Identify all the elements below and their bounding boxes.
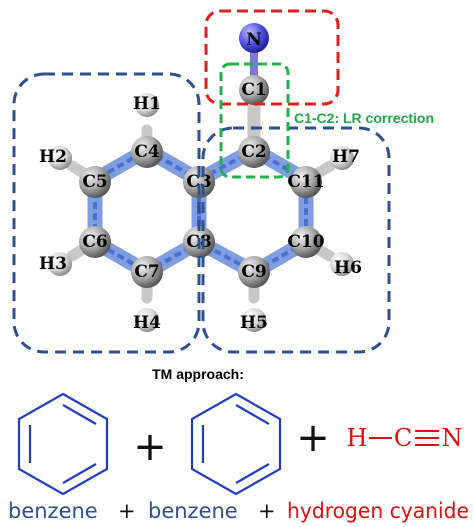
label-c1: C1 [241,80,266,100]
label-c9: C9 [241,262,266,282]
label-h2: H2 [39,147,67,167]
label-h4: H4 [133,313,161,333]
plus-1: + [133,424,167,470]
hcn-formula: H C N [347,424,463,452]
atom-c10 [290,226,322,258]
benzene-structure-2 [190,392,282,496]
ring-left-outer [87,142,207,280]
benzene-structure-1 [17,392,109,496]
label-h6: H6 [334,258,362,278]
label-c4: C4 [134,142,160,162]
label-hydrogen-cyanide: hydrogen cyanide [287,499,469,523]
cyanide-fragment-box [204,9,340,106]
label-c6: C6 [82,232,107,252]
atom-h5 [242,308,266,332]
label-plus-2: + [258,499,276,523]
atoms [48,23,354,332]
label-h5: H5 [240,313,268,333]
formula-h: H [347,424,368,452]
right-fragment-box [201,126,391,354]
atom-c4 [131,136,163,168]
atom-h7 [330,146,354,170]
label-n: N [246,30,262,50]
atom-labels: N C1 C2 C3 C4 C5 C6 C7 C8 C9 C10 C11 H1 … [39,30,362,333]
label-benzene-2: benzene [148,499,238,523]
ring-right-outer [191,142,314,280]
lr-correction-box [219,62,290,179]
plus-2: + [296,415,330,461]
tm-approach-label: TM approach: [152,366,244,382]
label-benzene-1: benzene [8,499,98,523]
label-c11: C11 [287,172,324,192]
atom-c5 [79,166,111,198]
lr-correction-label: C1-C2: LR correction [294,110,434,126]
label-h7: H7 [332,147,360,167]
atom-h3 [48,252,72,276]
atom-c1 [239,75,269,105]
atom-h6 [330,252,354,276]
atom-c11 [290,166,322,198]
left-fragment-box [12,72,201,354]
label-plus-1: + [118,499,136,523]
atom-c2 [238,136,270,168]
atom-c9 [238,256,270,288]
atom-h4 [135,308,159,332]
atom-n [239,23,269,53]
atom-h2 [48,146,72,170]
atom-h1 [135,93,159,117]
label-c5: C5 [82,172,107,192]
label-c10: C10 [287,232,324,252]
label-h1: H1 [133,94,161,114]
label-c2: C2 [241,142,266,162]
label-c3: C3 [186,172,211,192]
formula-n: N [442,424,463,452]
label-h3: H3 [39,254,67,274]
formula-c: C [394,424,412,452]
atom-c6 [79,226,111,258]
atom-c7 [131,256,163,288]
label-c7: C7 [134,262,159,282]
atom-c3 [183,166,215,198]
